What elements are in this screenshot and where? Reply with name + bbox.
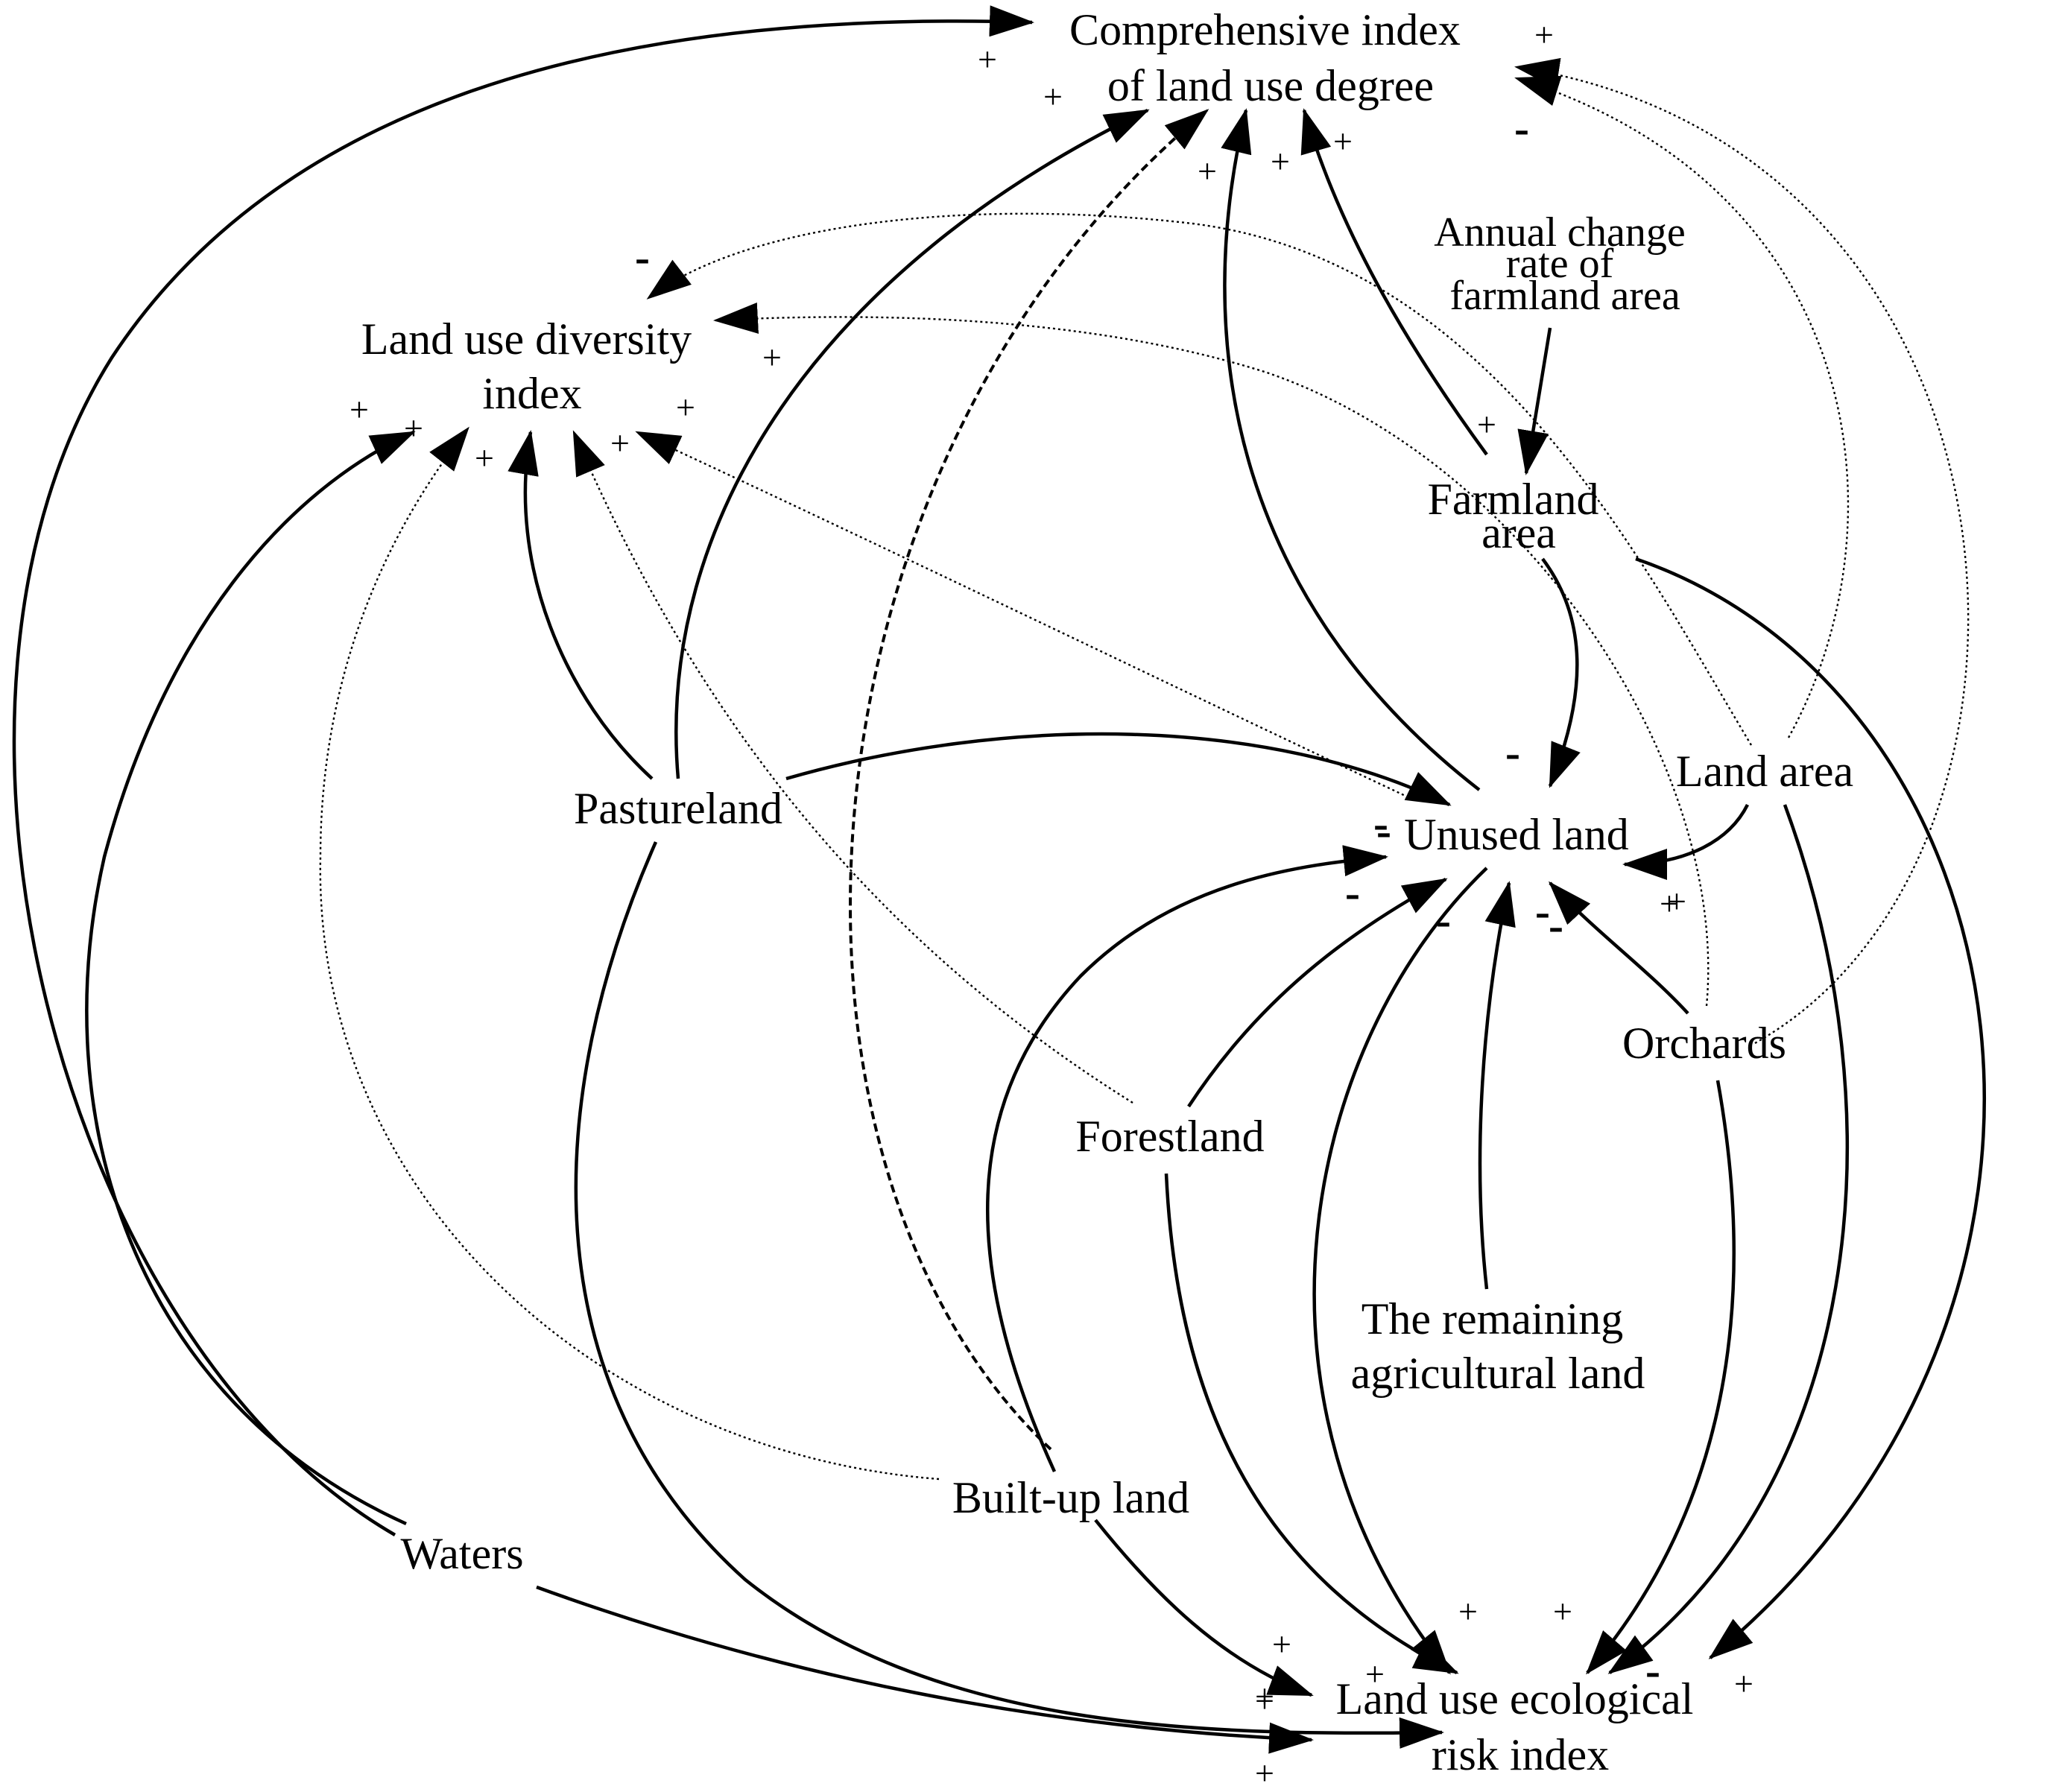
polarity-sign: + [1477,405,1496,443]
polarity-sign: - [1505,728,1520,777]
polarity-sign: + [610,424,630,462]
edge-built-up-to-unused [985,845,1388,1472]
node-orchards: Orchards [1622,1019,1786,1068]
edge-farmland-to-risk-index [1635,557,1987,1659]
edge-pastureland-to-diversity-index [507,430,654,780]
edge-land-area-to-comprehensive-index [1514,75,1850,738]
node-label-line: Land use ecological [1336,1674,1694,1723]
edge-land-area-to-unused [1622,803,1750,880]
edge-forestland-to-risk-index [1164,1173,1459,1675]
polarity-sign: + [676,388,695,426]
edge-built-up-to-risk-index [1094,1519,1314,1697]
polarity-sign: - [1535,887,1550,936]
edge-orchards-to-diversity-index [713,303,1710,1007]
edge-forestland-to-unused [1187,878,1448,1108]
node-label-line: Land use diversity [361,314,692,364]
node-ecological-risk-index: Land use ecological risk index [1336,1674,1705,1779]
node-label-line: area [1481,508,1556,557]
polarity-sign: + [1255,1677,1274,1715]
node-label-line: Comprehensive index [1069,5,1461,54]
node-pastureland: Pastureland [574,784,782,833]
edge-waters-to-comprehensive-index [12,5,1034,1536]
edge-pastureland-to-unused [785,732,1452,807]
edge-orchards-to-risk-index [1586,1080,1736,1675]
polarity-sign: + [475,439,494,477]
polarity-sign: + [1365,1655,1385,1693]
polarity-sign: + [1667,882,1686,920]
node-farmland-area: Farmland area [1428,475,1610,557]
polarity-sign: + [1043,77,1063,115]
node-forestland: Forestland [1075,1112,1264,1161]
node-land-area: Land area [1676,747,1853,796]
edge-waters-to-diversity-index [85,430,416,1526]
polarity-sign: - [1376,806,1391,855]
polarity-sign: + [1255,1682,1274,1720]
edge-unused-to-diversity-index [635,431,1409,799]
node-label-line: risk index [1432,1730,1609,1779]
polarity-sign: + [1255,1754,1274,1792]
node-label-line: of land use degree [1107,61,1434,110]
polarity-sign: - [1645,1646,1660,1695]
node-comprehensive-index: Comprehensive index of land use degree [1069,5,1472,110]
polarity-sign: + [1271,142,1290,180]
polarity-sign: - [1436,896,1451,945]
node-remaining-agricultural-land: The remaining agricultural land [1351,1294,1645,1398]
polarity-sign: + [1553,1592,1572,1630]
polarity-sign: + [978,40,997,78]
polarity-sign: - [1549,901,1563,950]
polarity-sign: + [1333,122,1353,160]
edge-waters-to-risk-index [536,1585,1314,1754]
polarity-sign: + [1458,1592,1478,1630]
node-label-line: rate of [1506,241,1614,287]
edge-forestland-to-diversity-index [572,430,1133,1104]
edge-unused-to-risk-index [1312,867,1488,1675]
edge-pastureland-to-comprehensive-index [674,108,1150,779]
edge-orchards-to-unused [1548,881,1689,1015]
edge-remaining-agri-to-unused [1478,881,1516,1290]
node-unused-land: Unused land [1404,810,1629,859]
node-waters: Waters [400,1529,523,1578]
polarity-sign: + [1660,884,1679,922]
polarity-sign: - [1345,868,1360,917]
polarity-signs: + + + + + + - - + + + + + + + + - - - - … [350,16,1753,1792]
polarity-sign: + [1534,16,1554,54]
polarity-sign: + [1198,152,1217,190]
edge-built-up-to-diversity-index [319,426,940,1481]
polarity-sign: + [1734,1665,1753,1703]
polarity-sign: + [762,338,782,376]
polarity-sign: - [1514,104,1529,153]
node-label-line: index [482,369,581,418]
edge-orchards-to-comprehensive-index [1514,57,1970,1045]
node-label-line: farmland area [1449,273,1680,319]
nodes: Comprehensive index of land use degree L… [361,5,1853,1779]
edges [12,5,1987,1754]
node-built-up-land: Built-up land [952,1473,1189,1522]
polarity-sign: + [350,390,369,428]
polarity-sign: + [404,409,423,447]
node-label-line: The remaining [1362,1294,1624,1343]
edge-built-up-to-comprehensive-index [849,109,1209,1451]
edge-pastureland-to-risk-index [574,841,1444,1749]
edge-farmland-to-comprehensive-index [1300,108,1488,456]
polarity-sign: + [1272,1625,1291,1663]
edge-farmland-to-unused [1541,557,1581,788]
edge-annual-rate-to-farmland [1517,327,1552,475]
edge-unused-to-comprehensive-index [1221,108,1481,791]
node-diversity-index: Land use diversity index [361,314,703,418]
node-label-line: Farmland [1428,475,1599,524]
node-annual-change-rate: Annual change rate of farmland area [1434,209,1695,319]
node-label-line: Annual change [1434,209,1685,256]
polarity-sign: - [635,232,650,282]
node-label-line: agricultural land [1351,1349,1645,1398]
polarity-sign: - [1373,799,1388,848]
edge-land-area-to-risk-index [1607,804,1849,1674]
